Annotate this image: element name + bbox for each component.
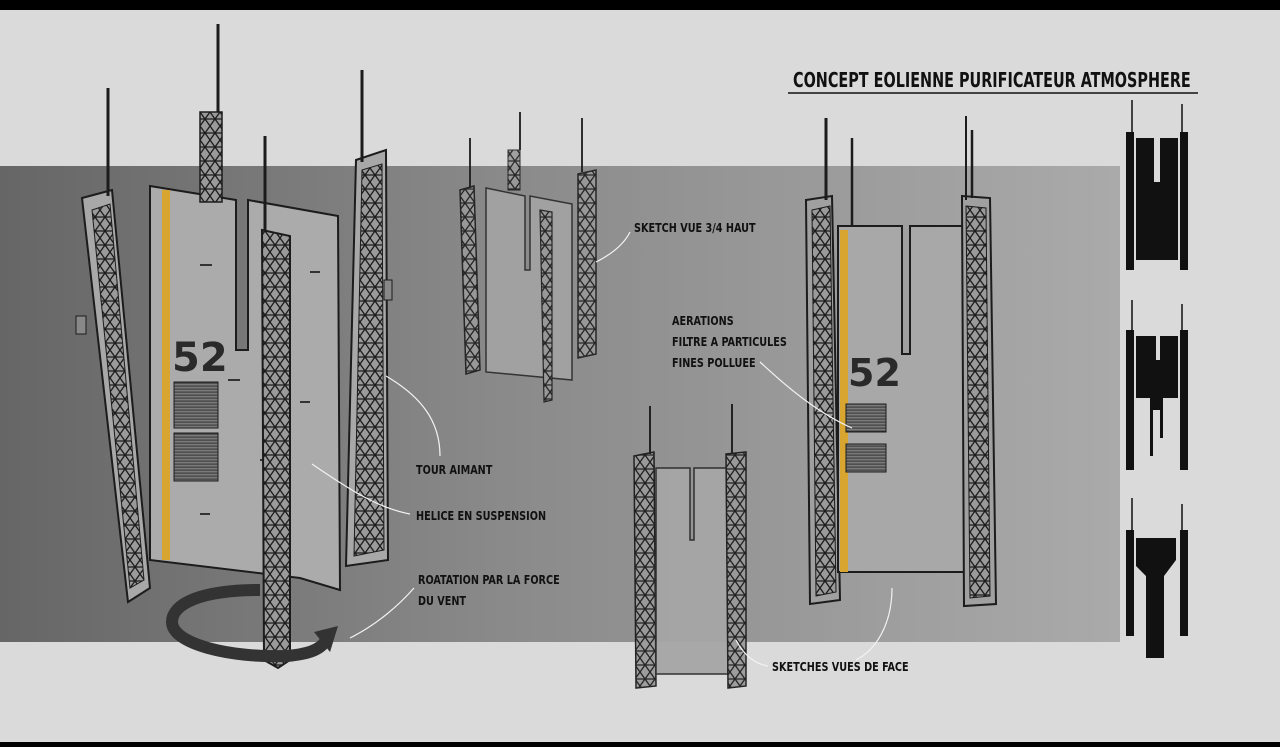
label-tour-aimant: TOUR AIMANT [416,459,492,480]
label-sketches-face: SKETCHES VUES DE FACE [772,656,909,677]
label-aerations-line2: FILTRE A PARTICULES [672,334,787,349]
sheet-title: CONCEPT EOLIENNE PURIFICATEUR ATMOSPHERE [793,68,1191,92]
main-vent-1 [173,381,219,429]
sketch-front-view [633,404,747,689]
silhouette-studies [1126,100,1188,658]
main-panel-blade [149,184,342,592]
silhouette-3 [1126,498,1188,658]
label-aerations: AERATIONS FILTRE A PARTICULES FINES POLL… [672,310,787,373]
sketch-three-quarter [459,112,597,403]
front-panel-number: 52 [848,351,901,395]
label-sketch-top-view: SKETCH VUE 3/4 HAUT [634,217,756,238]
label-rotation-line1: ROATATION PAR LA FORCE [418,572,560,587]
leader-lines [311,231,893,667]
label-rotation-line2: DU VENT [418,593,467,608]
central-shaft [260,228,291,670]
label-tour-text: TOUR AIMANT [416,462,493,477]
label-aerations-line3: FINES POLLUEE [672,355,756,370]
rotation-arrow [165,584,332,663]
main-vent-2 [173,432,219,482]
label-helice-text: HELICE EN SUSPENSION [416,508,547,523]
label-rotation: ROATATION PAR LA FORCE DU VENT [418,569,560,611]
bottom-bar [0,742,1280,747]
label-sketch-top-text: SKETCH VUE 3/4 HAUT [634,220,756,235]
main-exploded-view: 52 [75,24,393,670]
silhouette-1 [1126,100,1188,270]
main-yellow-stripe [162,190,170,560]
front-view-render: 52 [804,116,998,608]
label-sketches-face-text: SKETCHES VUES DE FACE [772,659,909,674]
silhouette-2 [1126,300,1188,470]
label-aerations-line1: AERATIONS [672,313,734,328]
label-helice: HELICE EN SUSPENSION [416,505,546,526]
main-panel-number: 52 [172,335,228,381]
